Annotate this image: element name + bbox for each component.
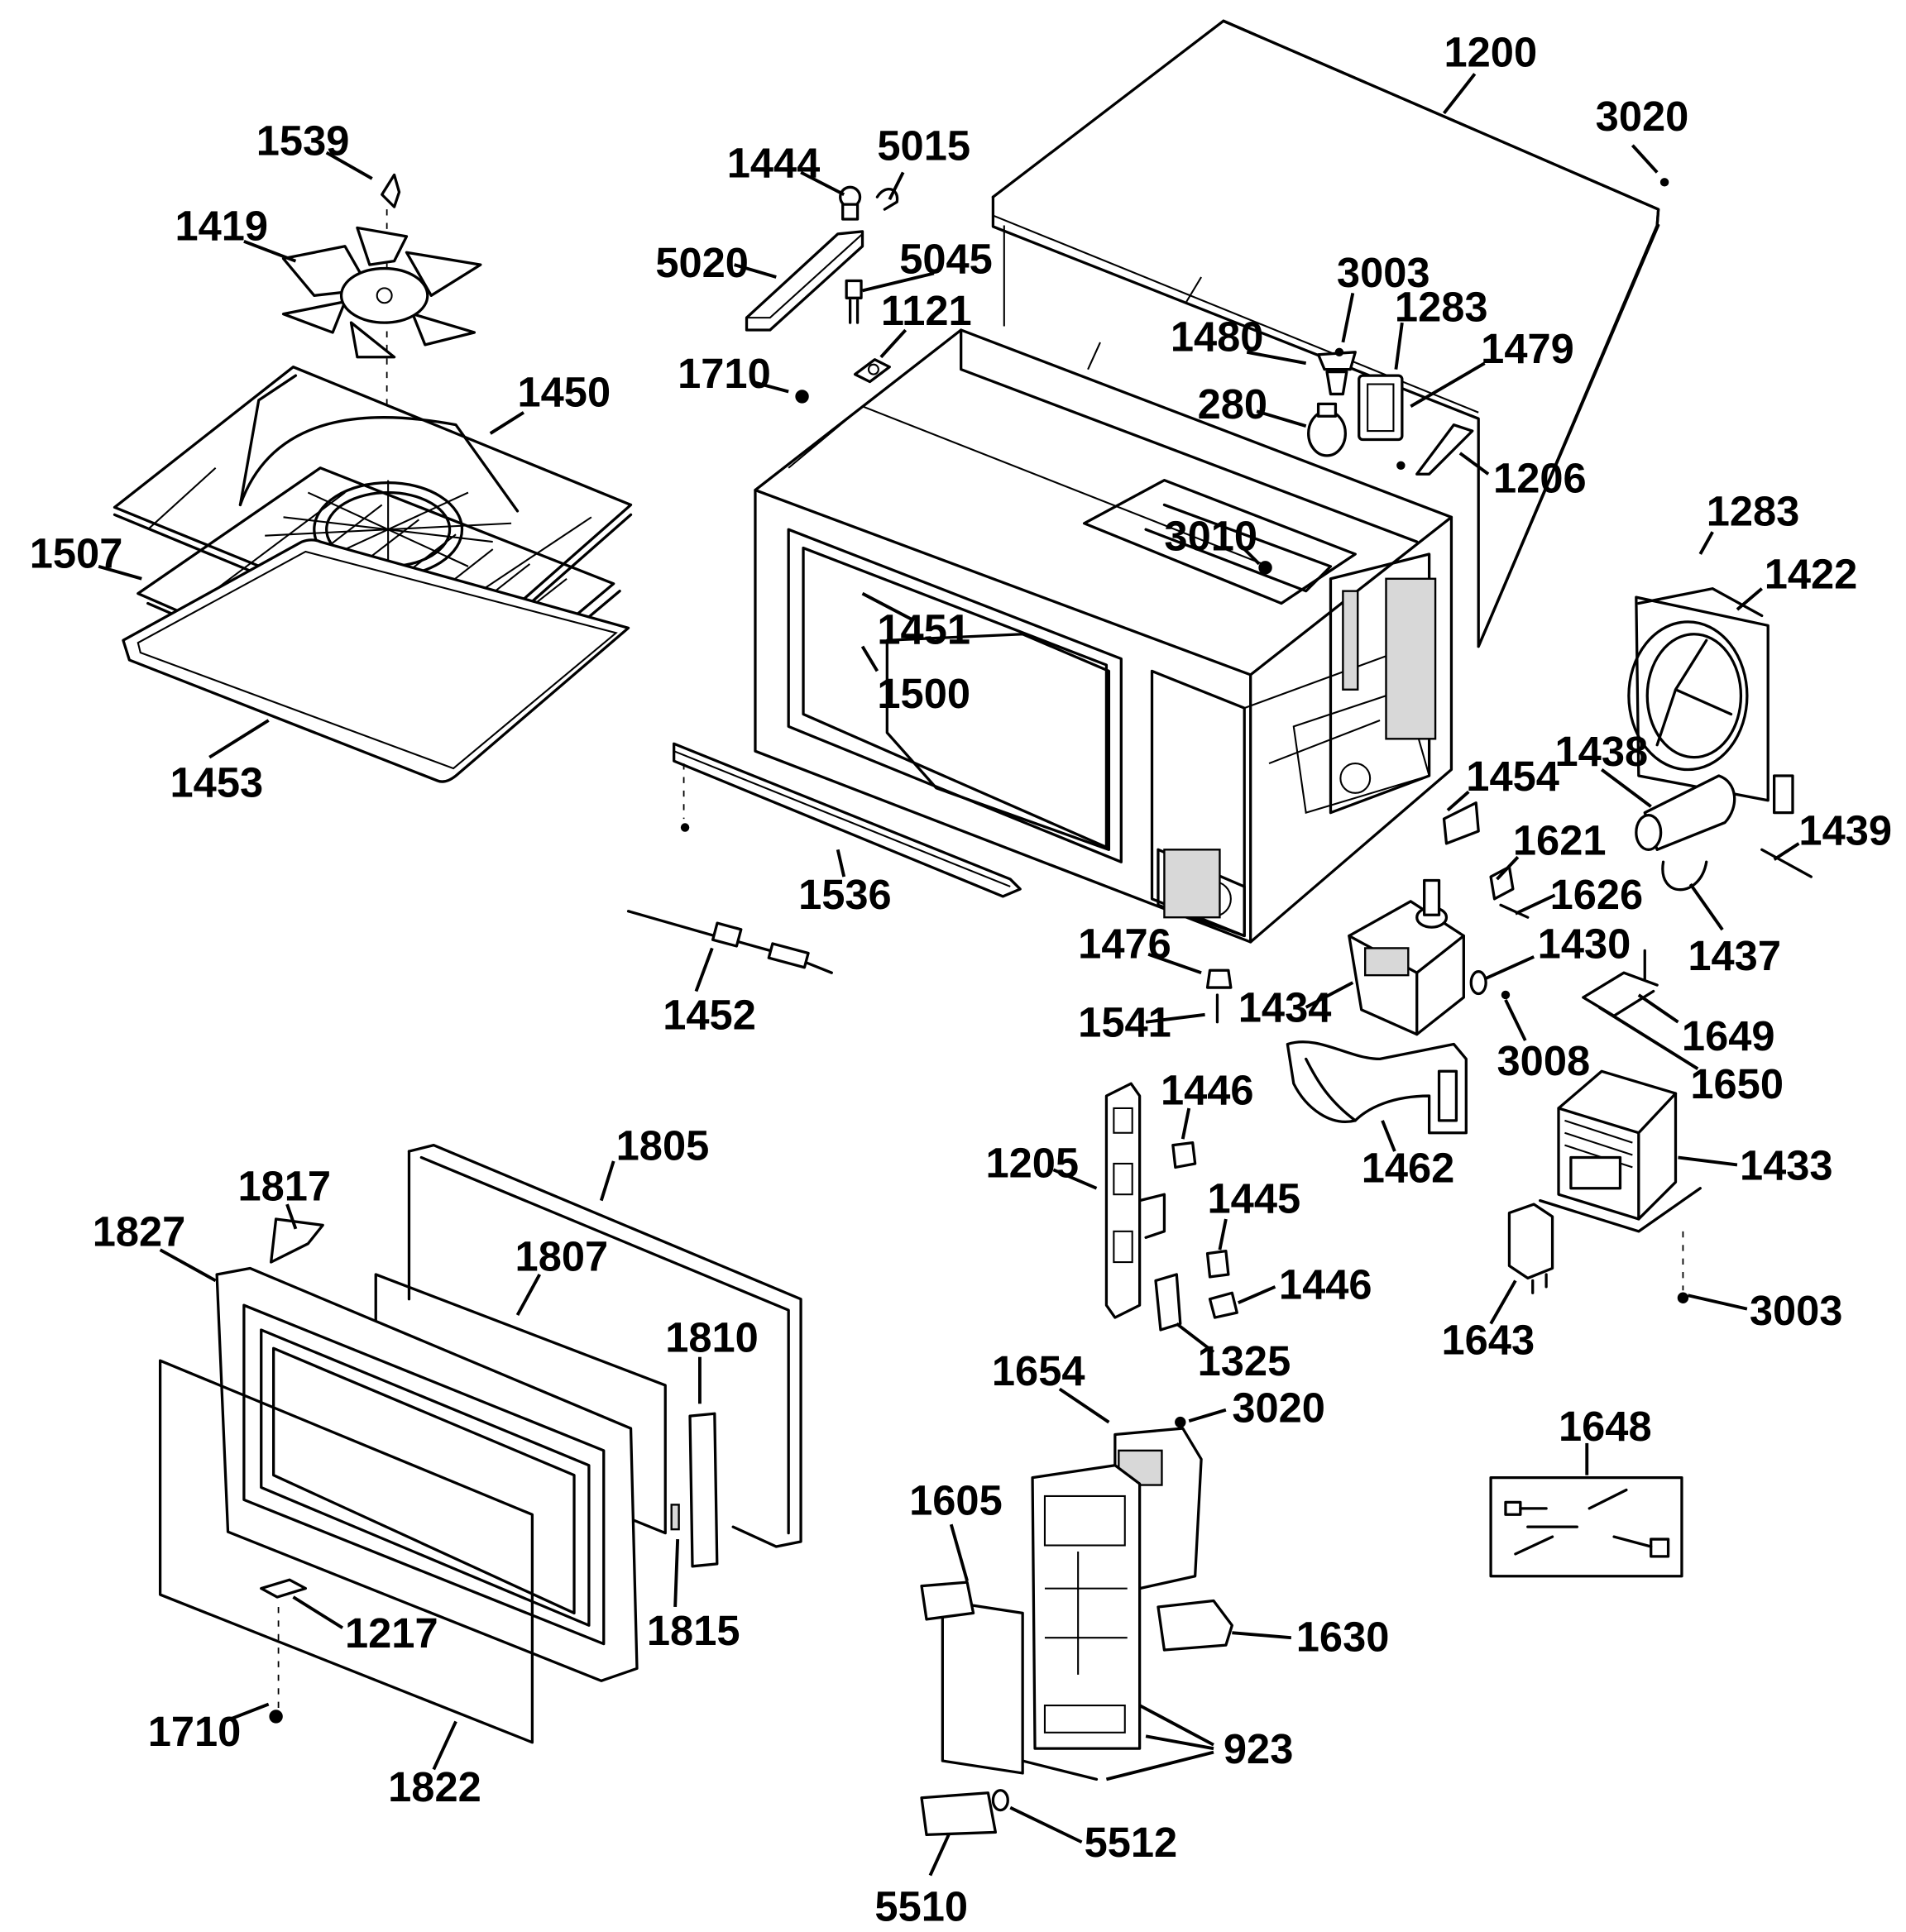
label-1822: 1822: [388, 1763, 481, 1810]
label-1643: 1643: [1442, 1317, 1535, 1364]
label-1446: 1446: [1161, 1067, 1254, 1114]
stirrer-bracket: [745, 185, 899, 332]
label-1710: 1710: [148, 1708, 242, 1755]
label-3020: 3020: [1596, 93, 1689, 140]
label-1438: 1438: [1555, 728, 1649, 775]
temperature-probe: [626, 910, 833, 974]
label-3020: 3020: [1232, 1384, 1325, 1432]
label-1206: 1206: [1493, 455, 1587, 502]
label-1507: 1507: [30, 529, 123, 576]
label-1541: 1541: [1078, 999, 1171, 1046]
label-1445: 1445: [1208, 1175, 1301, 1222]
label-1439: 1439: [1798, 806, 1892, 854]
control-panel: [920, 1427, 1233, 1837]
label-1650: 1650: [1690, 1060, 1784, 1107]
label-1710: 1710: [678, 350, 771, 397]
label-1217: 1217: [345, 1609, 438, 1657]
label-1827: 1827: [93, 1208, 186, 1255]
label-1810: 1810: [665, 1314, 759, 1361]
latch-board: [1104, 1082, 1238, 1332]
label-3003: 3003: [1750, 1287, 1843, 1334]
label-1500: 1500: [877, 670, 970, 717]
label-1462: 1462: [1362, 1144, 1455, 1191]
label-1283: 1283: [1707, 488, 1800, 535]
label-3010: 3010: [1164, 513, 1257, 560]
front-trim-bar: [673, 742, 1022, 898]
label-5510: 5510: [874, 1883, 968, 1930]
cooling-fan-assembly: [1627, 587, 1813, 892]
oven-door: [158, 1217, 719, 1744]
label-1200: 1200: [1444, 28, 1537, 75]
misc-screws: [269, 968, 1689, 1724]
label-1451: 1451: [877, 606, 970, 653]
label-5045: 5045: [899, 236, 993, 283]
label-1121: 1121: [881, 287, 972, 334]
top-hardware: [795, 178, 1669, 575]
door-choke-frame: [407, 1143, 802, 1548]
label-1419: 1419: [175, 202, 268, 249]
wire-kit-box: [1489, 1475, 1683, 1578]
label-1437: 1437: [1688, 932, 1781, 979]
label-1446: 1446: [1279, 1261, 1372, 1308]
label-1434: 1434: [1238, 984, 1332, 1031]
label-1815: 1815: [647, 1607, 740, 1654]
label-1626: 1626: [1550, 871, 1644, 918]
label-1805: 1805: [616, 1122, 710, 1169]
label-3008: 3008: [1497, 1037, 1591, 1084]
label-1536: 1536: [798, 871, 892, 918]
drip-tray: [122, 538, 630, 783]
label-1205: 1205: [985, 1139, 1079, 1186]
label-5020: 5020: [655, 239, 749, 286]
label-1444: 1444: [727, 139, 821, 186]
label-1430: 1430: [1538, 920, 1631, 967]
label-1454: 1454: [1466, 753, 1559, 800]
component-1643: [1507, 1203, 1554, 1294]
convection-panel: [113, 366, 633, 662]
label-5512: 5512: [1085, 1819, 1178, 1866]
label-1605: 1605: [909, 1476, 1003, 1523]
label-280: 280: [1198, 380, 1267, 428]
label-923: 923: [1224, 1725, 1293, 1772]
label-1649: 1649: [1682, 1012, 1775, 1059]
label-1630: 1630: [1296, 1614, 1390, 1661]
label-1325: 1325: [1198, 1337, 1291, 1384]
label-1422: 1422: [1765, 551, 1858, 598]
label-1654: 1654: [992, 1347, 1085, 1394]
label-1807: 1807: [515, 1232, 609, 1279]
label-1539: 1539: [256, 117, 350, 165]
label-1479: 1479: [1481, 325, 1574, 372]
convection-fan: [281, 173, 482, 543]
label-1480: 1480: [1171, 313, 1264, 360]
transformer: [1539, 1069, 1702, 1233]
label-5015: 5015: [877, 122, 970, 170]
magnetron-assembly: [1348, 801, 1530, 1036]
label-1452: 1452: [663, 992, 756, 1039]
leader-lines: [98, 73, 1800, 1877]
label-1433: 1433: [1740, 1141, 1833, 1188]
label-1450: 1450: [518, 368, 611, 415]
label-3003: 3003: [1337, 249, 1430, 296]
label-1817: 1817: [237, 1163, 331, 1210]
air-duct: [1286, 1040, 1468, 1135]
label-1453: 1453: [170, 758, 264, 806]
oven-chassis: [754, 328, 1453, 944]
label-1621: 1621: [1513, 816, 1607, 863]
label-1648: 1648: [1559, 1403, 1652, 1450]
label-1476: 1476: [1078, 920, 1171, 967]
label-1283: 1283: [1395, 284, 1488, 331]
outer-cabinet-wrap: [991, 19, 1660, 648]
part-labels: 1200 3020 1539 1444 5015 1419 5020 5045 …: [30, 28, 1892, 1930]
